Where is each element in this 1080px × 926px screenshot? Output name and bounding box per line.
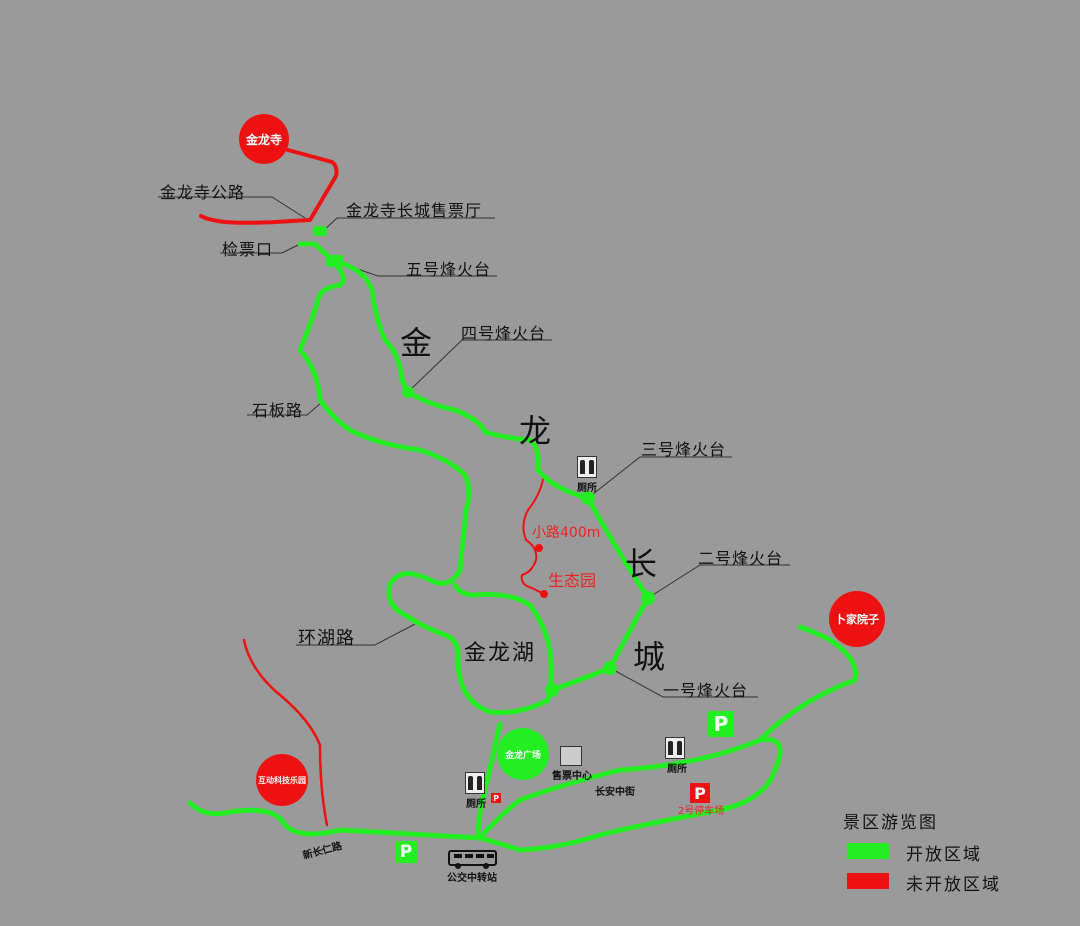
label-tower-2: 二号烽火台 bbox=[698, 549, 784, 568]
attraction-interactive-tech-park[interactable]: 互动科技乐园 bbox=[256, 754, 308, 806]
legend-swatch-open bbox=[847, 843, 889, 859]
great-wall-char-4: 城 bbox=[633, 638, 666, 676]
label-tower-1: 一号烽火台 bbox=[663, 681, 749, 700]
toilet-icon bbox=[577, 456, 597, 478]
label-ticket-center: 售票中心 bbox=[552, 771, 592, 782]
label-ticket-check: 检票口 bbox=[222, 240, 274, 259]
label-tower-3: 三号烽火台 bbox=[641, 440, 727, 459]
closed-routes bbox=[199, 148, 545, 827]
open-routes bbox=[187, 241, 859, 853]
label-tower-4: 四号烽火台 bbox=[461, 324, 547, 343]
attraction-bujia-courtyard[interactable]: 卜家院子 bbox=[829, 591, 885, 647]
bus-icon bbox=[448, 850, 497, 869]
label-lake: 金龙湖 bbox=[464, 641, 537, 666]
parking-icon: P bbox=[690, 783, 710, 803]
label-parking-2: 2号停车场 bbox=[678, 806, 725, 817]
label-temple-road: 金龙寺公路 bbox=[160, 183, 246, 202]
great-wall-char-3: 长 bbox=[625, 545, 658, 583]
parking-icon: P bbox=[395, 841, 417, 863]
ticket-icon bbox=[560, 746, 582, 766]
legend-label-closed: 未开放区域 bbox=[906, 875, 1001, 895]
legend-title: 景区游览图 bbox=[843, 813, 938, 833]
attraction-jinlong-temple[interactable]: 金龙寺 bbox=[239, 114, 289, 164]
toilet-icon bbox=[465, 772, 485, 794]
label-lake-road: 环湖路 bbox=[298, 628, 355, 649]
toilet-icon bbox=[665, 737, 685, 759]
great-wall-char-2: 龙 bbox=[519, 412, 552, 450]
parking-icon: P bbox=[491, 793, 501, 803]
label-changan-street: 长安中街 bbox=[595, 787, 635, 798]
label-ticket-hall: 金龙寺长城售票厅 bbox=[346, 201, 483, 220]
great-wall-char-1: 金 bbox=[400, 324, 433, 362]
label-tower-5: 五号烽火台 bbox=[406, 260, 492, 279]
label-toilet: 厕所 bbox=[577, 483, 597, 494]
label-path-400m: 小路400m bbox=[532, 525, 601, 541]
attraction-jinlong-plaza[interactable]: 金龙广场 bbox=[497, 728, 549, 780]
label-stone-road: 石板路 bbox=[252, 401, 304, 420]
label-eco-garden: 生态园 bbox=[548, 571, 597, 590]
legend-swatch-closed bbox=[847, 873, 889, 889]
label-bus-station: 公交中转站 bbox=[447, 873, 497, 884]
parking-icon: P bbox=[708, 711, 734, 737]
label-toilet: 厕所 bbox=[466, 799, 486, 810]
legend-label-open: 开放区域 bbox=[906, 845, 982, 865]
label-toilet: 厕所 bbox=[667, 764, 687, 775]
